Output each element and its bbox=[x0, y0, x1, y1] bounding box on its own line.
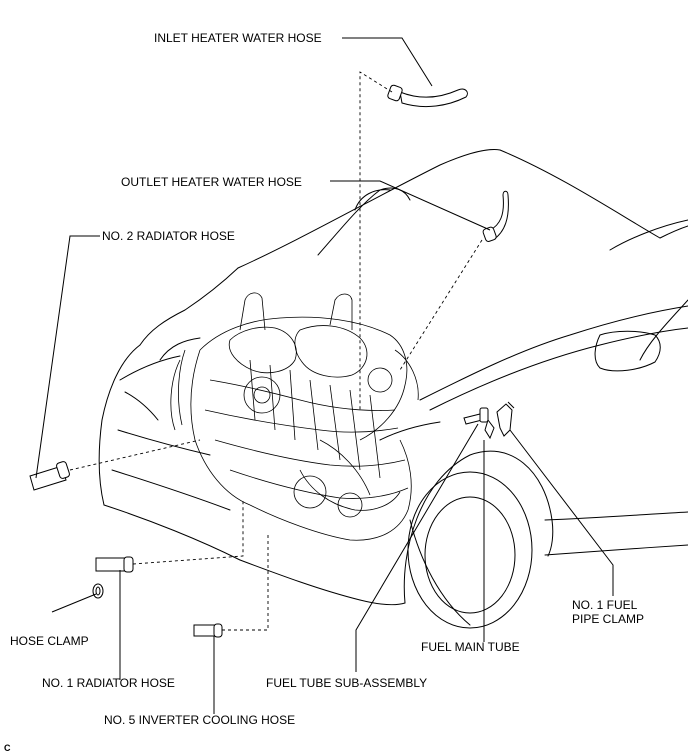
label-inlet-heater-water-hose: INLET HEATER WATER HOSE bbox=[154, 31, 322, 45]
label-no5-inverter-cooling-hose: NO. 5 INVERTER COOLING HOSE bbox=[104, 713, 296, 727]
engine-assembly bbox=[170, 292, 419, 541]
no1-fuel-pipe-clamp-part bbox=[496, 401, 515, 437]
fuel-tube-sub-assembly-part bbox=[463, 407, 489, 425]
label-hose-clamp: HOSE CLAMP bbox=[10, 634, 89, 648]
assembly-dashed-lines bbox=[69, 71, 483, 631]
no5-inverter-cooling-hose-part bbox=[193, 623, 223, 638]
vehicle-body-outline bbox=[98, 149, 688, 629]
label-fuel-main-tube: FUEL MAIN TUBE bbox=[421, 640, 520, 654]
no2-radiator-hose-part bbox=[29, 461, 70, 491]
hose-clamp-part bbox=[92, 583, 104, 599]
fuel-main-tube-part bbox=[484, 418, 495, 440]
label-fuel-tube-sub-assembly: FUEL TUBE SUB-ASSEMBLY bbox=[266, 676, 428, 690]
no1-radiator-hose-part bbox=[95, 556, 134, 573]
label-no1-radiator-hose: NO. 1 RADIATOR HOSE bbox=[42, 676, 175, 690]
inlet-heater-water-hose-part bbox=[387, 84, 468, 108]
figure-code: C bbox=[4, 743, 11, 753]
label-no1-fuel-pipe-clamp: NO. 1 FUEL PIPE CLAMP bbox=[572, 598, 645, 626]
outlet-heater-water-hose-part bbox=[482, 190, 509, 242]
label-no2-radiator-hose: NO. 2 RADIATOR HOSE bbox=[102, 229, 235, 243]
label-outlet-heater-water-hose: OUTLET HEATER WATER HOSE bbox=[121, 175, 302, 189]
leader-lines bbox=[35, 37, 614, 714]
